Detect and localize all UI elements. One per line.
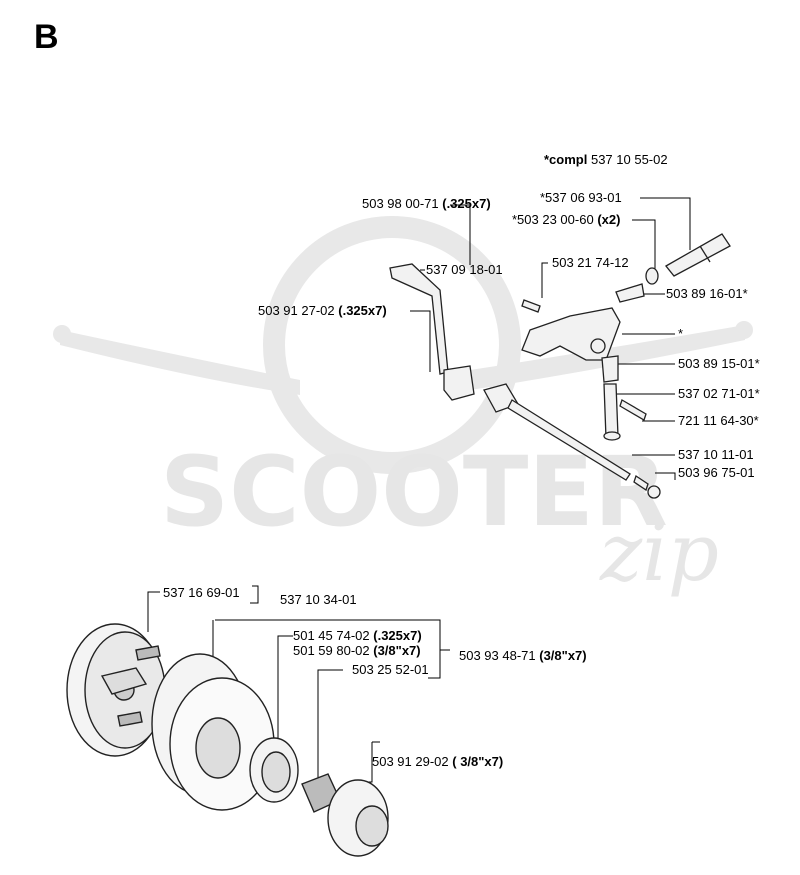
part-number: 503 91 27-02	[258, 303, 335, 318]
leader-503980071	[450, 204, 471, 265]
label-503980071: 503 98 00-71 (.325x7)	[362, 196, 491, 212]
leader-537103401	[250, 585, 259, 604]
part-note: (.325x7)	[373, 628, 422, 643]
leader-503912702	[410, 310, 431, 372]
part-number: 503 89 16-01*	[666, 286, 748, 301]
part-number: *503 23 00-60	[512, 212, 594, 227]
leader-503912902	[362, 742, 373, 783]
part-note: ( 3/8"x7)	[452, 754, 504, 769]
part-number: *	[678, 326, 684, 341]
part-note: (.325x7)	[442, 196, 491, 211]
part-number: 537 09 18-01	[426, 262, 503, 277]
part-number: 503 89 15-01*	[678, 356, 760, 371]
label-compl-prefix: *compl	[544, 152, 588, 167]
leader-503230060	[632, 219, 656, 272]
leader-503217412	[541, 262, 548, 298]
label-537027101: 537 02 71-01*	[678, 386, 760, 402]
label-503217412: 503 21 74-12	[552, 255, 629, 271]
label-537166901: 537 16 69-01	[163, 585, 240, 601]
part-number: 503 25 52-01	[352, 662, 429, 677]
label-537103401: 537 10 34-01	[280, 592, 357, 608]
label-503891501: 503 89 15-01*	[678, 356, 760, 372]
label-501457402: 501 45 74-02 (.325x7)	[293, 628, 422, 644]
leader-537166901	[147, 591, 160, 632]
label-537091801: 537 09 18-01	[426, 262, 503, 278]
label-compl: *compl 537 10 55-02	[544, 152, 668, 168]
part-number: 537 02 71-01*	[678, 386, 760, 401]
leader-537069301	[640, 197, 691, 250]
leader-rim	[277, 635, 293, 745]
part-number: 501 59 80-02	[293, 643, 370, 658]
label-503912902: 503 91 29-02 ( 3/8"x7)	[372, 754, 503, 770]
label-503230060: *503 23 00-60 (x2)	[512, 212, 620, 228]
label-537101101: 537 10 11-01	[678, 447, 754, 463]
label-503255201: 503 25 52-01	[352, 662, 429, 678]
oil-pump-assembly	[389, 233, 731, 499]
part-note: (3/8"x7)	[539, 648, 587, 663]
label-503967501: 503 96 75-01	[678, 465, 755, 481]
label-compl-number: 537 10 55-02	[590, 152, 668, 167]
leader-503255201	[317, 669, 343, 778]
label-721116430: 721 11 64-30*	[678, 413, 759, 429]
label-503934871: 503 93 48-71 (3/8"x7)	[459, 648, 587, 664]
part-number: 503 96 75-01	[678, 465, 755, 480]
clutch-assembly	[66, 623, 389, 857]
leader-503967501	[655, 472, 676, 480]
part-number: 503 98 00-71	[362, 196, 439, 211]
watermark-script: zip	[599, 506, 719, 599]
label-501598002: 501 59 80-02 (3/8"x7)	[293, 643, 421, 659]
part-note: (.325x7)	[338, 303, 387, 318]
label-star: *	[678, 326, 683, 342]
part-number: 537 16 69-01	[163, 585, 240, 600]
label-503891601: 503 89 16-01*	[666, 286, 748, 302]
part-number: 503 91 29-02	[372, 754, 449, 769]
part-note: (x2)	[597, 212, 621, 227]
leader-clutch-drum	[215, 619, 441, 679]
part-number: 537 10 34-01	[280, 592, 357, 607]
label-537069301: *537 06 93-01	[540, 190, 622, 206]
part-note: (3/8"x7)	[373, 643, 421, 658]
part-number: 503 93 48-71	[459, 648, 536, 663]
section-letter: B	[34, 18, 59, 56]
part-number: 501 45 74-02	[293, 628, 370, 643]
watermark-logo: SCOOTER zip	[53, 216, 753, 599]
part-number: 503 21 74-12	[552, 255, 629, 270]
part-number: *537 06 93-01	[540, 190, 622, 205]
part-number: 721 11 64-30*	[678, 413, 759, 428]
part-number: 537 10 11-01	[678, 447, 754, 462]
label-503912702: 503 91 27-02 (.325x7)	[258, 303, 387, 319]
watermark-text: SCOOTER	[160, 436, 668, 548]
